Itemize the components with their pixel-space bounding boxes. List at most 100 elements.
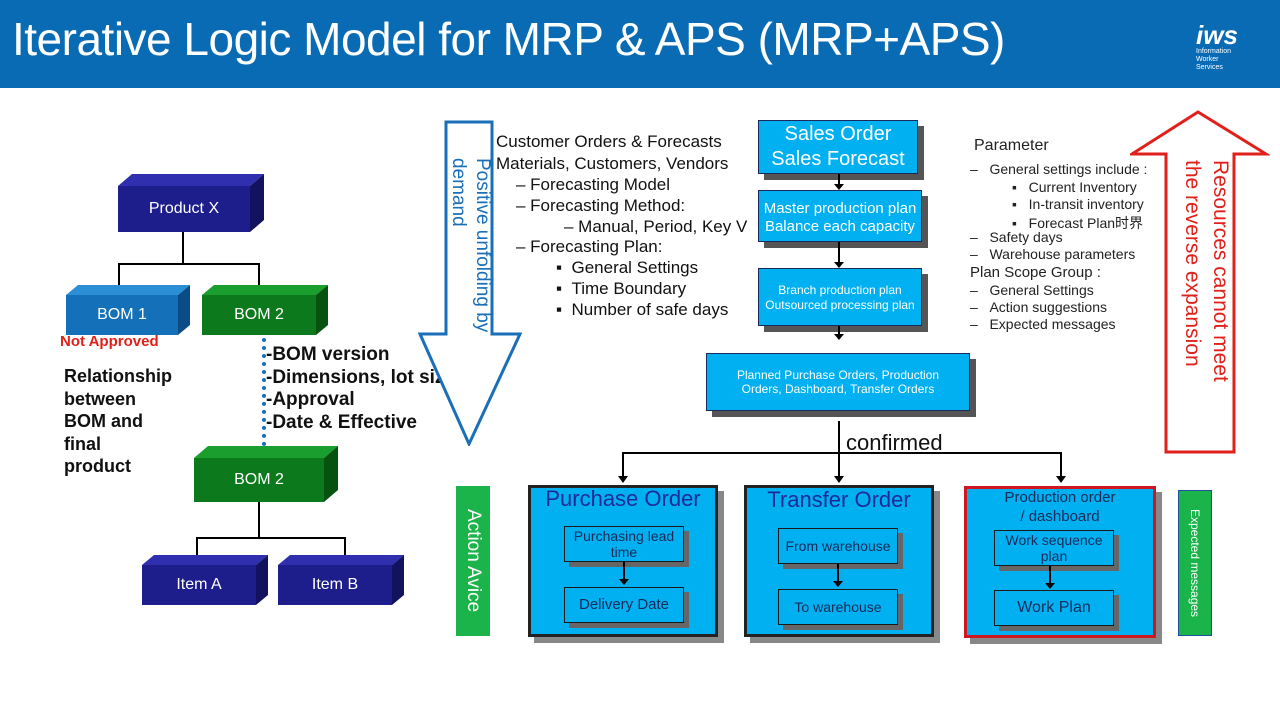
resources-line1: Resources cannot meet: [1209, 160, 1232, 382]
connector: [838, 242, 840, 264]
inputs-b2: ▪ Time Boundary: [556, 279, 687, 298]
logo-main: iws: [1196, 20, 1238, 50]
item-a-label: Item A: [176, 576, 222, 593]
purchasing-lead-time-box: Purchasing lead time: [564, 526, 684, 562]
parameter-g1-text: Current Inventory: [1028, 179, 1137, 195]
relationship-line: product: [64, 456, 131, 476]
parameter-safety-text: Safety days: [989, 229, 1063, 245]
resources-arrow: [1130, 110, 1270, 454]
logo-line1: Information: [1196, 48, 1232, 55]
parameter-warehouse: – Warehouse parameters: [970, 246, 1136, 262]
branch-plan-box: Branch production plan Outsourced proces…: [758, 268, 922, 326]
arrowhead: [1045, 583, 1055, 589]
bom2-box: [202, 285, 328, 335]
not-approved-label: Not Approved: [60, 333, 159, 350]
branch-plan-line1: Branch production plan: [778, 283, 902, 297]
parameter-general: – General settings include :: [970, 161, 1148, 177]
logo-line2: Worker: [1196, 56, 1219, 63]
bom1-label: BOM 1: [97, 306, 147, 323]
parameter-g1: ▪ Current Inventory: [1012, 179, 1137, 195]
master-plan-line1: Master production plan: [763, 200, 917, 217]
resources-arrow-text: Resources cannot meet the reverse expans…: [1172, 160, 1234, 430]
inputs-l2: – Forecasting Method:: [516, 196, 686, 215]
demand-line2: demand: [448, 158, 469, 227]
connector: [622, 452, 624, 478]
connector: [838, 326, 840, 336]
parameter-s3-text: Expected messages: [989, 316, 1116, 332]
parameter-g2: ▪ In-transit inventory: [1012, 196, 1144, 212]
inputs-l1: – Forecasting Model: [516, 175, 671, 194]
resources-line2: the reverse expansion: [1181, 160, 1204, 367]
parameter-g3-text: Forecast Plan时界: [1028, 215, 1144, 231]
item-a-box: [142, 555, 268, 605]
purchase-order-title: Purchase Order: [545, 486, 701, 511]
connector: [837, 564, 839, 582]
relationship-line: Relationship: [64, 366, 173, 386]
demand-arrow-text: Positive unfolding by demand: [444, 158, 494, 388]
connector: [118, 263, 120, 285]
item-b-box: [278, 555, 404, 605]
page-title: Iterative Logic Model for MRP & APS (MRP…: [12, 13, 1005, 65]
inputs-l2a: – Manual, Period, Key V: [564, 217, 748, 236]
branch-plan-line2: Outsourced processing plan: [765, 298, 915, 312]
arrowhead: [618, 476, 628, 483]
production-title-line1: Production order: [1004, 489, 1116, 506]
bom-attribute: -BOM version: [266, 344, 390, 365]
connector: [1060, 452, 1062, 478]
bom2-lower-box: [194, 446, 338, 502]
sales-order-line2: Sales Forecast: [771, 148, 905, 170]
inputs-b2-text: Time Boundary: [571, 279, 687, 298]
planned-orders-box: Planned Purchase Orders, Production Orde…: [706, 353, 970, 411]
parameter-s1-text: General Settings: [989, 282, 1094, 298]
connector: [838, 174, 840, 186]
inputs-line2: Materials, Customers, Vendors: [496, 154, 729, 173]
sales-order-line1: Sales Order: [784, 123, 892, 145]
connector: [196, 537, 198, 555]
arrowhead: [1056, 476, 1066, 483]
parameter-warehouse-text: Warehouse parameters: [989, 246, 1136, 262]
demand-line1: Positive unfolding by: [472, 158, 493, 333]
arrowhead: [834, 184, 844, 190]
product-x-label: Product X: [148, 200, 220, 217]
bom-attribute: -Dimensions, lot sizes: [266, 366, 466, 388]
action-advice-bar: Action Avice: [456, 486, 490, 636]
inputs-b1-text: General Settings: [571, 258, 699, 277]
expected-messages-bar: Expected messages: [1178, 490, 1212, 636]
production-title-line2: / dashboard: [1020, 508, 1100, 525]
connector: [622, 452, 1062, 454]
logo-line3: Services: [1196, 64, 1223, 71]
arrowhead: [834, 262, 844, 268]
transfer-order-title: Transfer Order: [767, 487, 911, 512]
master-plan-box: Master production plan Balance each capa…: [758, 190, 922, 242]
inputs-line1: Customer Orders & Forecasts: [496, 132, 722, 151]
bom2-label: BOM 2: [234, 306, 284, 323]
inputs-b3-text: Number of safe days: [571, 300, 729, 319]
connector: [258, 500, 260, 538]
bom-attribute: -Date & Effective: [266, 411, 417, 433]
inputs-b1: ▪ General Settings: [556, 258, 699, 277]
to-warehouse-box: To warehouse: [778, 589, 898, 625]
bom-attributes: -BOM version -Dimensions, lot sizes -App…: [266, 344, 466, 434]
production-order-title: Production order / dashboard: [964, 488, 1156, 526]
connector: [118, 263, 260, 265]
inputs-b3: ▪ Number of safe days: [556, 300, 729, 319]
parameter-g2-text: In-transit inventory: [1028, 196, 1144, 212]
demand-arrow: [418, 120, 522, 446]
arrowhead: [833, 581, 843, 587]
parameter-scope: Plan Scope Group :: [970, 264, 1101, 281]
delivery-date-box: Delivery Date: [564, 587, 684, 623]
parameter-g3: ▪ Forecast Plan时界: [1012, 215, 1144, 231]
bom1-box: [66, 285, 190, 335]
relationship-line: BOM and: [64, 411, 143, 431]
bom-attribute: -Approval: [266, 389, 355, 410]
arrowhead: [619, 579, 629, 585]
parameter-s1: – General Settings: [970, 282, 1094, 298]
connector: [344, 537, 346, 555]
dotted-connector: [262, 338, 266, 446]
from-warehouse-box: From warehouse: [778, 528, 898, 564]
connector: [838, 452, 840, 478]
parameter-s2: – Action suggestions: [970, 299, 1107, 315]
inputs-l3: – Forecasting Plan:: [516, 237, 663, 256]
work-plan-box: Work Plan: [994, 590, 1114, 626]
parameter-title: Parameter: [974, 137, 1049, 154]
